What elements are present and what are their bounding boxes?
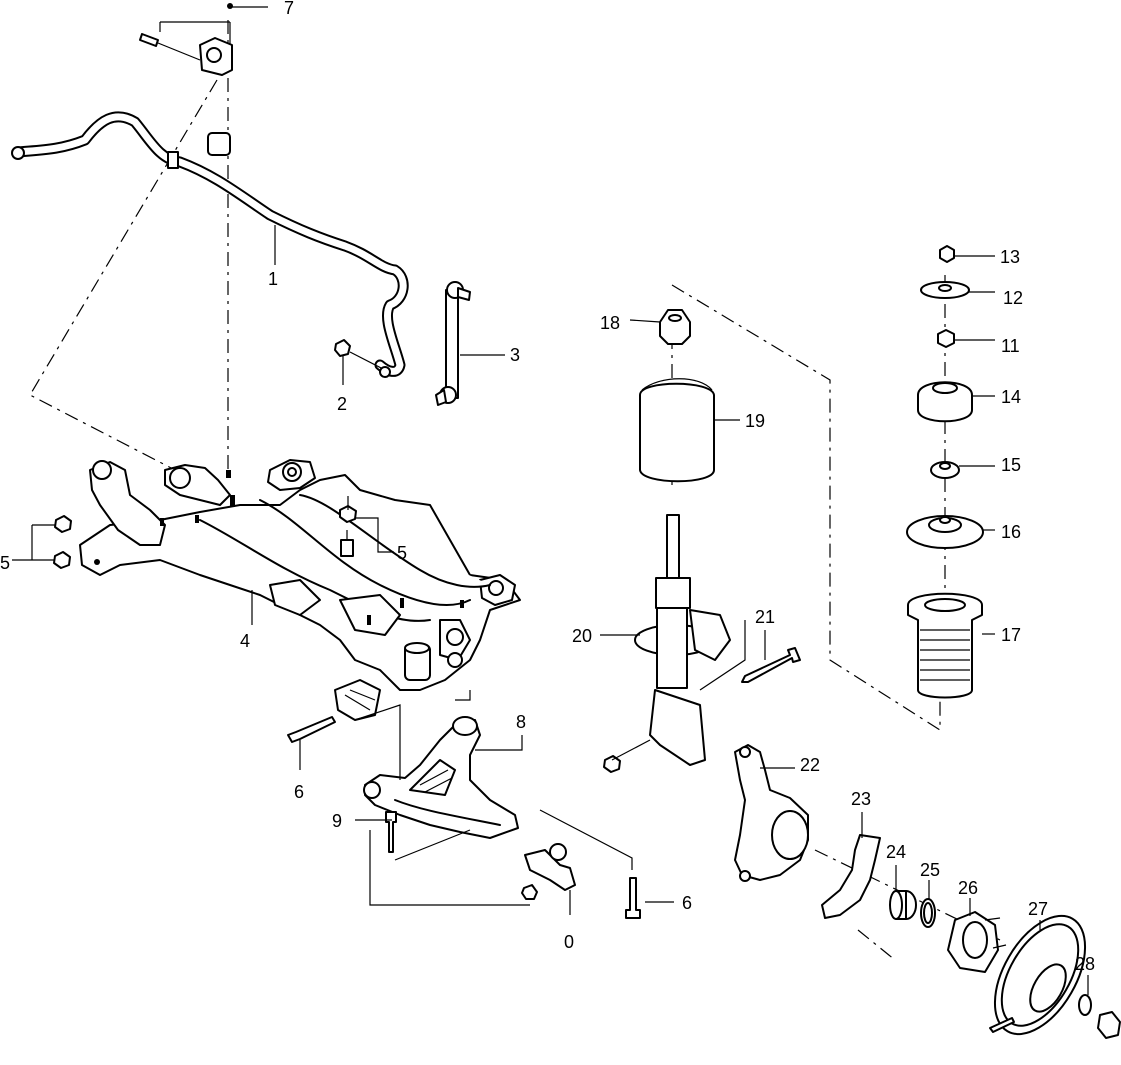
- callout-28: 28: [1075, 954, 1095, 974]
- callout-23: 23: [851, 789, 871, 809]
- callout-11: 11: [1001, 336, 1020, 356]
- front-crossmember: [79, 459, 521, 721]
- callout-12: 12: [1003, 288, 1023, 308]
- callout-27: 27: [1028, 899, 1048, 919]
- hub-nut: [1097, 1011, 1121, 1039]
- callout-25: 25: [920, 860, 940, 880]
- control-arm-bolts: [287, 716, 641, 919]
- stabilizer-bracket: [139, 3, 233, 156]
- strut-bolt: [741, 647, 801, 683]
- callout-4: 4: [240, 631, 250, 651]
- callout-1: 1: [268, 269, 278, 289]
- callout-9: 9: [332, 811, 342, 831]
- callout-17: 17: [1001, 625, 1021, 645]
- stabilizer-link: [435, 281, 471, 406]
- callout-3: 3: [510, 345, 520, 365]
- callout-13: 13: [1000, 247, 1020, 267]
- callout-19: 19: [745, 411, 765, 431]
- brake-disc: [989, 914, 1087, 1036]
- callout-7: 7: [284, 0, 294, 18]
- callout-16: 16: [1001, 522, 1021, 542]
- strut-assembly: [603, 309, 731, 773]
- stabilizer-bar: [11, 111, 409, 377]
- callout-6-right: 6: [682, 893, 692, 913]
- dust-shield: [821, 834, 881, 919]
- circlip: [920, 898, 936, 928]
- callout-6-left: 6: [294, 782, 304, 802]
- leader-lines: [12, 6, 1089, 995]
- stabilizer-nut: [334, 339, 391, 378]
- callout-26: 26: [958, 878, 978, 898]
- callout-14: 14: [1001, 387, 1021, 407]
- wheel-bearing: [889, 890, 917, 920]
- callout-labels: 7 1 3 2 5 5 4 6 8 9 6 0 18 19 20 21 22 2…: [0, 0, 1095, 974]
- callout-20: 20: [572, 626, 592, 646]
- ball-joint: [521, 843, 576, 900]
- callout-5-right: 5: [397, 543, 407, 563]
- crossmember-fasteners: [53, 505, 357, 569]
- callout-2: 2: [337, 394, 347, 414]
- callout-0: 0: [564, 932, 574, 952]
- top-mount-stack: [906, 245, 984, 699]
- callout-24: 24: [886, 842, 906, 862]
- callout-18: 18: [600, 313, 620, 333]
- callout-8: 8: [516, 712, 526, 732]
- callout-22: 22: [800, 755, 820, 775]
- hub-washer: [1078, 994, 1092, 1016]
- callout-5-left: 5: [0, 553, 10, 573]
- callout-15: 15: [1001, 455, 1021, 475]
- wheel-hub: [947, 911, 1007, 973]
- lower-control-arm: [363, 716, 519, 839]
- steering-knuckle: [734, 744, 809, 882]
- callout-21: 21: [755, 607, 775, 627]
